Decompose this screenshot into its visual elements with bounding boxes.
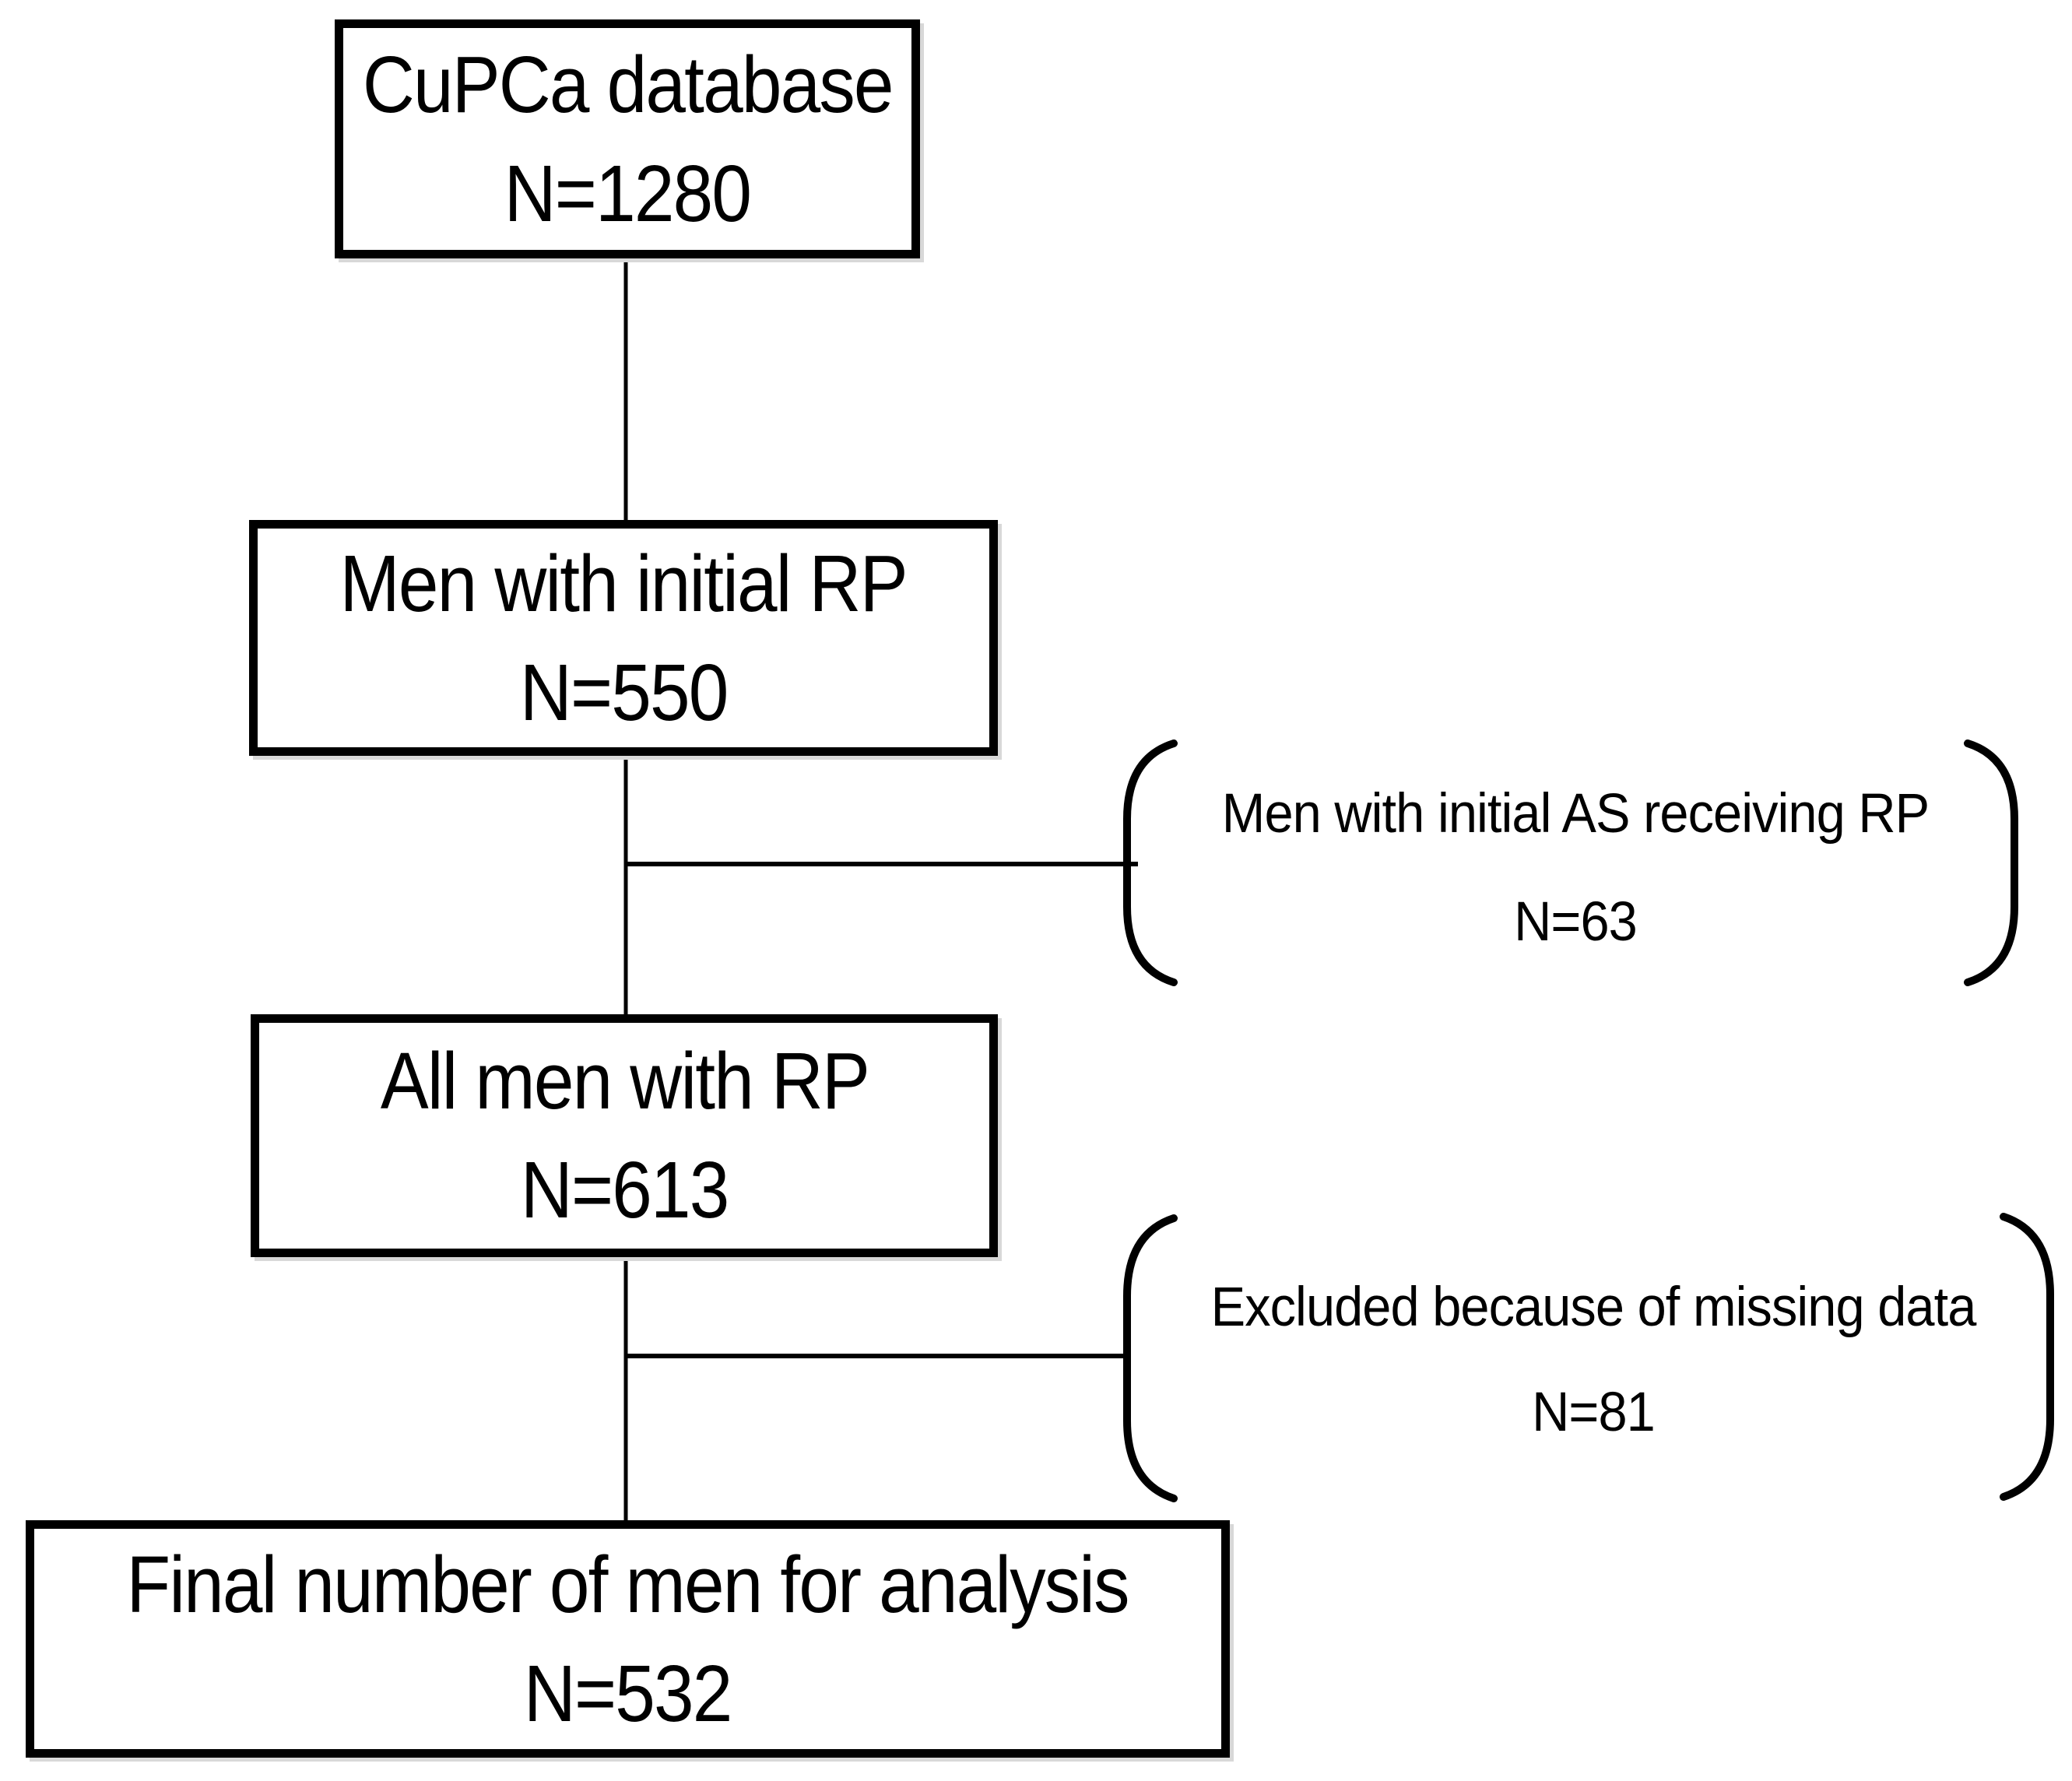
left-paren-annotation2 [1123, 1214, 1178, 1502]
box-title: Men with initial RP [339, 538, 908, 628]
annotation-excluded-missing-title: Excluded because of missing data [1210, 1277, 1977, 1338]
box-title: All men with RP [380, 1036, 869, 1126]
annotation-as-receiving-rp-title: Men with initial AS receiving RP [1221, 783, 1930, 845]
annotation-excluded-missing-count: N=81 [1532, 1382, 1656, 1443]
box-count: N=1280 [504, 148, 752, 238]
box-count: N=550 [519, 647, 729, 737]
box-count: N=532 [524, 1648, 733, 1738]
box-all-men-rp: All men with RP N=613 [251, 1014, 998, 1257]
box-title: Final number of men for analysis [126, 1539, 1130, 1629]
box-count: N=613 [520, 1145, 730, 1235]
box-cupca-database: CuPCa database N=1280 [335, 19, 920, 258]
right-paren-annotation2 [2000, 1213, 2054, 1501]
box-final-analysis: Final number of men for analysis N=532 [26, 1520, 1230, 1758]
box-title: CuPCa database [362, 39, 894, 129]
annotation-as-receiving-rp-count: N=63 [1514, 891, 1638, 953]
box-men-initial-rp: Men with initial RP N=550 [249, 520, 998, 756]
